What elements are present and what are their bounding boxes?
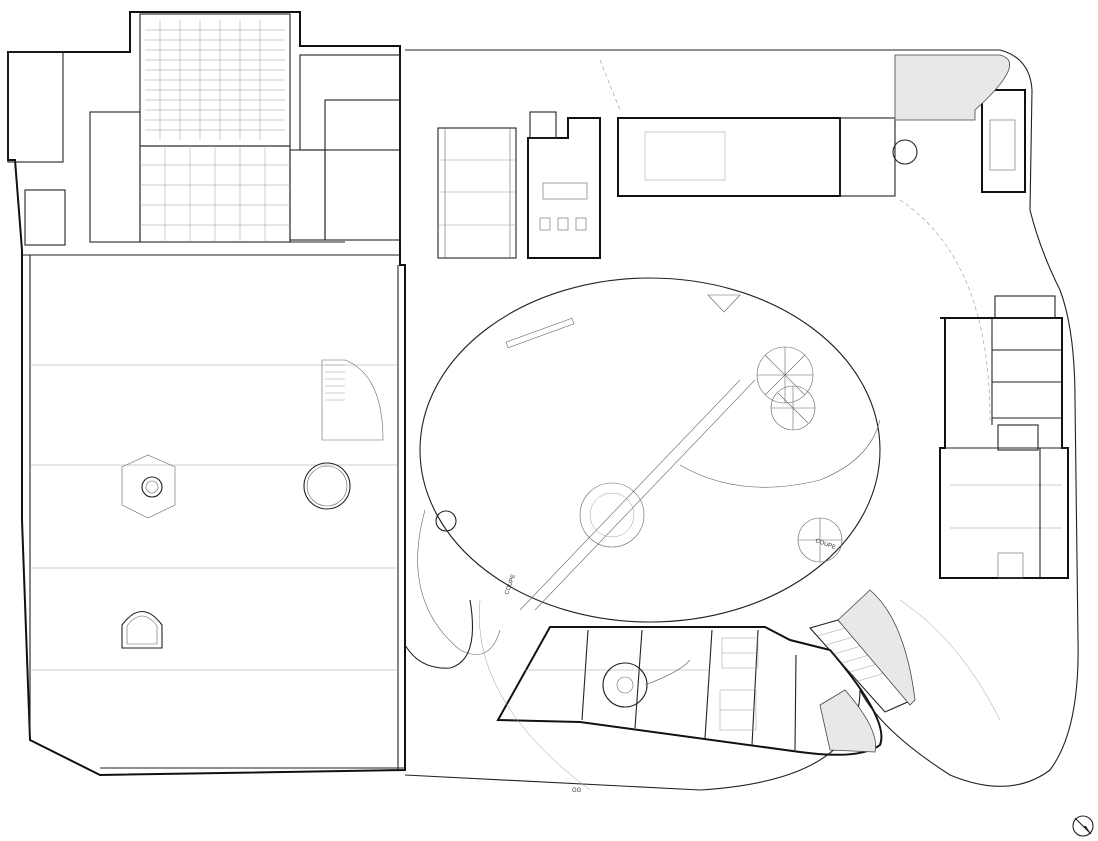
pavilion-long [617, 117, 918, 197]
oval-courtyard [419, 277, 881, 623]
spiral-stair [602, 662, 648, 708]
north-arrow-icon [1072, 815, 1094, 837]
hall-beams [30, 364, 398, 671]
lower-curved-building [496, 626, 883, 756]
hatched-area-bottom [837, 589, 916, 706]
arched-booth [121, 610, 163, 649]
right-building [939, 295, 1069, 579]
hexagon-kiosk [121, 454, 176, 519]
site-boundary [404, 49, 1079, 791]
stair-hall [321, 359, 384, 441]
round-kiosk-small [141, 476, 163, 498]
pavilion-center [527, 111, 601, 259]
stage-grid [140, 146, 290, 242]
seating-upper [145, 20, 285, 140]
pavilion-left [437, 127, 517, 259]
section-label-3: GG [572, 788, 582, 794]
round-kiosk-large [303, 462, 351, 510]
desk-grid [719, 637, 759, 731]
hatched-area-top [894, 54, 1010, 121]
main-building [7, 11, 406, 777]
tree-3 [797, 517, 843, 563]
triangle-marker [707, 294, 741, 313]
tower-right [981, 89, 1026, 193]
tree-1 [756, 346, 814, 404]
round-table [579, 482, 645, 548]
tree-2 [770, 385, 816, 431]
